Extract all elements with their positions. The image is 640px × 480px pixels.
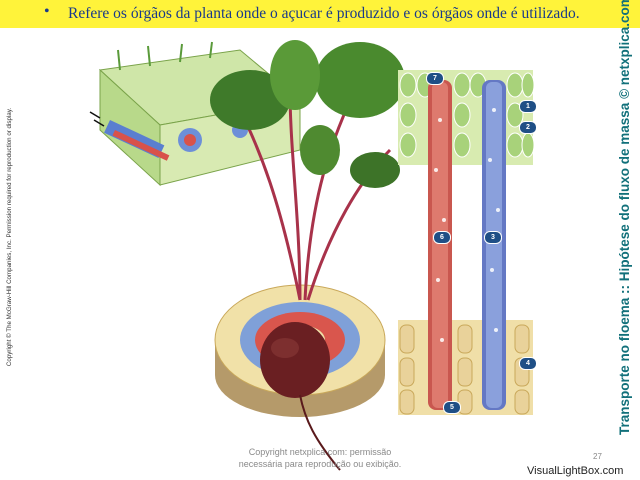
marker-4: 4 bbox=[519, 357, 537, 370]
page-number: 27 bbox=[593, 452, 602, 461]
phloem-xylem-diagram bbox=[398, 70, 535, 415]
marker-5: 5 bbox=[443, 401, 461, 414]
footer-copyright: Copyright netxplica.com: permissão neces… bbox=[210, 446, 430, 470]
marker-3: 3 bbox=[484, 231, 502, 244]
beet-plant bbox=[210, 40, 405, 471]
footer-copyright-line-2: necessária para reprodução ou exibição. bbox=[238, 459, 402, 469]
bullet-point: • bbox=[44, 3, 50, 20]
marker-1: 1 bbox=[519, 100, 537, 113]
leaf-cross-section bbox=[89, 41, 302, 187]
slide-header: • Refere os órgãos da planta onde o açuc… bbox=[0, 0, 640, 28]
watermark[interactable]: VisualLightBox.com bbox=[527, 465, 624, 477]
marker-6: 6 bbox=[433, 231, 451, 244]
slide-question: Refere os órgãos da planta onde o açucar… bbox=[68, 5, 580, 22]
marker-7: 7 bbox=[426, 72, 444, 85]
footer-copyright-line-1: Copyright netxplica.com: permissão bbox=[248, 447, 392, 457]
marker-2: 2 bbox=[519, 121, 537, 134]
side-title: Transporte no floema :: Hipótese do flux… bbox=[617, 0, 632, 435]
side-copyright: Copyright © The McGraw-Hill Companies, I… bbox=[6, 107, 13, 367]
